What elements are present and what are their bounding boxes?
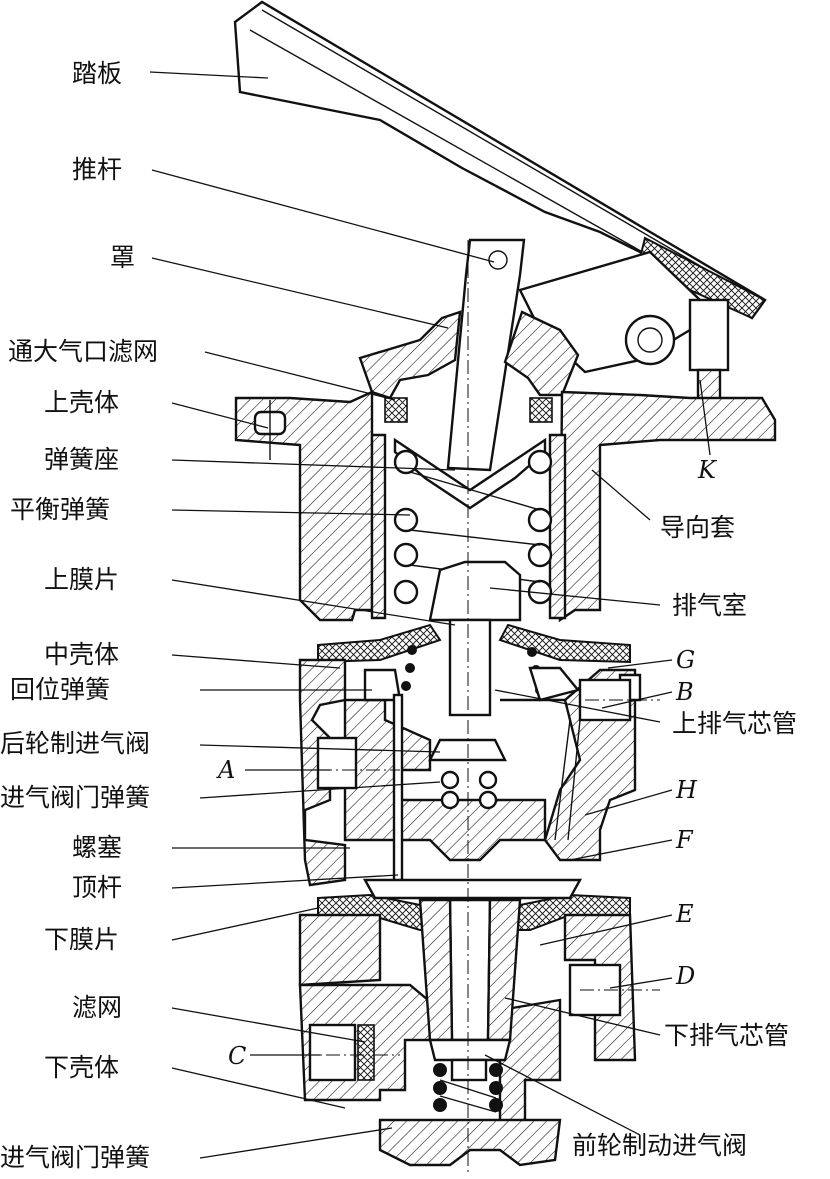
- lower-exhaust-tube-part: [448, 898, 492, 1042]
- letter-b: B: [675, 678, 694, 706]
- leader-lines: [149, 71, 711, 1159]
- letter-h: H: [675, 776, 698, 804]
- label-push-rod: 推杆: [72, 155, 122, 184]
- label-vent-filter: 通大气口滤网: [8, 337, 158, 366]
- letter-a: A: [216, 756, 235, 784]
- label-lower-diaphragm: 下膜片: [44, 925, 119, 954]
- label-cover: 罩: [110, 243, 135, 272]
- label-front-inlet-valve: 前轮制动进气阀: [572, 1131, 747, 1160]
- label-pedal: 踏板: [72, 59, 122, 88]
- label-lower-exhaust-tube: 下排气芯管: [664, 1021, 789, 1050]
- exhaust-chamber-part: [428, 560, 522, 622]
- label-lower-housing: 下壳体: [44, 1053, 119, 1082]
- label-plug: 螺塞: [72, 833, 122, 862]
- label-ejector-rod: 顶杆: [72, 873, 122, 902]
- label-filter: 滤网: [72, 993, 122, 1022]
- letter-f: F: [675, 826, 694, 854]
- label-upper-exhaust-tube: 上排气芯管: [672, 709, 797, 738]
- filter-part: [357, 1024, 375, 1081]
- front-inlet-valve-part: [428, 1038, 512, 1082]
- label-upper-housing: 上壳体: [44, 388, 119, 417]
- balance-spring-part: [393, 449, 553, 605]
- upper-exhaust-tube-part: [448, 618, 492, 717]
- label-upper-diaphragm: 上膜片: [44, 565, 119, 594]
- vent-filter-part: [384, 397, 408, 423]
- label-rear-inlet-valve: 后轮制进气阀: [0, 729, 150, 758]
- label-inlet-valve-spring-1: 进气阀门弹簧: [0, 783, 150, 812]
- pedal-part: [233, 0, 767, 412]
- label-return-spring: 回位弹簧: [10, 675, 110, 704]
- letter-e: E: [675, 900, 694, 928]
- cover-part: [358, 310, 580, 400]
- port-a: [316, 736, 358, 790]
- letter-c: C: [228, 1042, 246, 1070]
- label-balance-spring: 平衡弹簧: [10, 495, 110, 524]
- inlet-valve-spring-upper-part: [440, 770, 498, 810]
- label-exhaust-chamber: 排气室: [672, 591, 747, 620]
- label-inlet-valve-spring-2: 进气阀门弹簧: [0, 1143, 150, 1172]
- label-spring-seat: 弹簧座: [44, 445, 119, 474]
- label-guide-sleeve: 导向套: [660, 513, 735, 542]
- letter-d: D: [675, 962, 695, 990]
- label-middle-housing: 中壳体: [44, 640, 119, 669]
- letter-g: G: [676, 646, 695, 674]
- ejector-rod-part: [392, 693, 404, 887]
- letter-k: K: [697, 456, 718, 484]
- inlet-valve-spring-lower-part: [433, 1063, 503, 1113]
